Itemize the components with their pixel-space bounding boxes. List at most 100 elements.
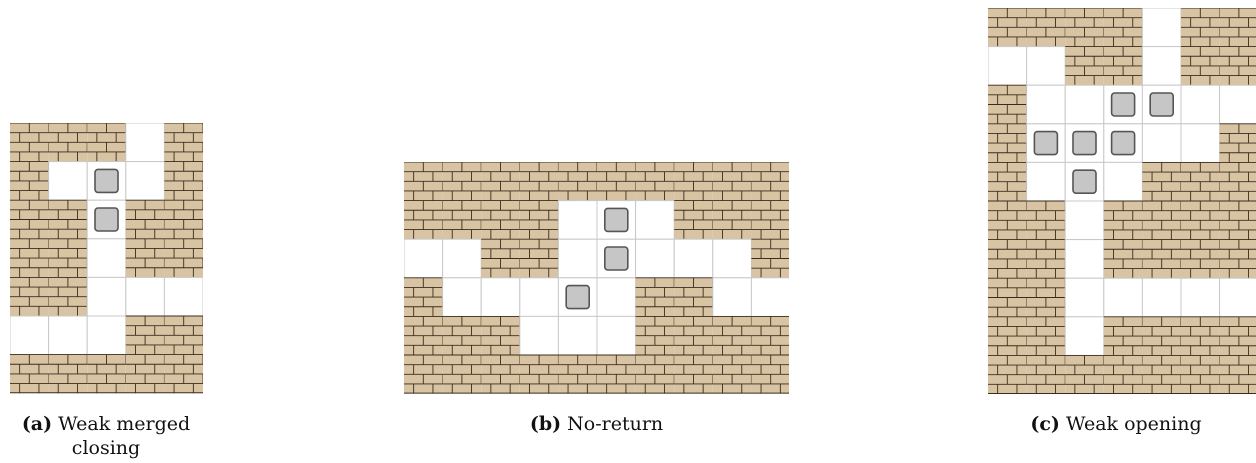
wall-tile (10, 277, 49, 316)
floor-tile (49, 162, 88, 201)
wall-tile (1027, 278, 1066, 317)
wall-tile (481, 355, 520, 394)
wall-tile (988, 8, 1027, 47)
floor-tile (87, 239, 126, 278)
floor-tile (87, 277, 126, 316)
box-tile (1112, 132, 1135, 155)
wall-tile (1220, 240, 1256, 279)
floor-tile (1027, 47, 1066, 86)
wall-tile (164, 355, 203, 394)
wall-tile (49, 355, 88, 394)
level-grid-a (10, 123, 203, 394)
floor-tile (558, 316, 597, 355)
wall-tile (126, 200, 165, 239)
floor-tile (87, 316, 126, 355)
wall-tile (87, 123, 126, 162)
box-tile (1073, 132, 1096, 155)
box-tile (1073, 170, 1096, 193)
wall-tile (481, 162, 520, 201)
floor-tile (520, 278, 559, 317)
floor-tile (1027, 162, 1066, 201)
wall-tile (49, 277, 88, 316)
wall-tile (1027, 355, 1066, 394)
wall-tile (49, 123, 88, 162)
floor-tile (1181, 278, 1220, 317)
floor-tile (1142, 278, 1181, 317)
floor-tile (636, 239, 675, 278)
floor-tile (1065, 317, 1104, 356)
floor-tile (10, 316, 49, 355)
sokoban-panel-weak-opening (988, 8, 1256, 394)
floor-tile (404, 239, 443, 278)
wall-tile (1181, 47, 1220, 86)
wall-tile (520, 162, 559, 201)
wall-tile (404, 201, 443, 240)
wall-tile (1142, 162, 1181, 201)
floor-tile (1065, 85, 1104, 124)
wall-tile (674, 278, 713, 317)
wall-tile (1220, 8, 1256, 47)
wall-tile (10, 355, 49, 394)
floor-tile (558, 239, 597, 278)
floor-tile (126, 277, 165, 316)
wall-tile (713, 316, 752, 355)
floor-tile (49, 316, 88, 355)
wall-tile (1104, 47, 1143, 86)
floor-tile (674, 239, 713, 278)
caption-a-label: (a) (22, 413, 52, 435)
wall-tile (481, 201, 520, 240)
wall-tile (481, 239, 520, 278)
wall-tile (126, 316, 165, 355)
wall-tile (558, 162, 597, 201)
floor-tile (988, 47, 1027, 86)
wall-tile (988, 355, 1027, 394)
floor-tile (1104, 162, 1143, 201)
floor-tile (1142, 8, 1181, 47)
floor-tile (1220, 278, 1256, 317)
wall-tile (164, 200, 203, 239)
wall-tile (636, 162, 675, 201)
wall-tile (164, 162, 203, 201)
wall-tile (1104, 240, 1143, 279)
wall-tile (443, 355, 482, 394)
floor-tile (1065, 240, 1104, 279)
wall-tile (10, 123, 49, 162)
wall-tile (164, 239, 203, 278)
caption-b-title: No-return (567, 413, 663, 435)
wall-tile (443, 201, 482, 240)
floor-tile (443, 239, 482, 278)
wall-tile (1142, 317, 1181, 356)
box-tile (1150, 93, 1173, 116)
floor-tile (1027, 85, 1066, 124)
wall-tile (1181, 8, 1220, 47)
wall-tile (404, 355, 443, 394)
wall-tile (10, 200, 49, 239)
wall-tile (404, 278, 443, 317)
wall-tile (10, 162, 49, 201)
wall-tile (1104, 201, 1143, 240)
wall-tile (1181, 317, 1220, 356)
wall-tile (87, 355, 126, 394)
wall-tile (1142, 201, 1181, 240)
wall-tile (713, 355, 752, 394)
wall-tile (1220, 124, 1256, 163)
wall-tile (674, 162, 713, 201)
wall-tile (1220, 355, 1256, 394)
box-tile (605, 247, 628, 270)
wall-tile (988, 201, 1027, 240)
wall-tile (520, 239, 559, 278)
wall-tile (10, 239, 49, 278)
floor-tile (1142, 47, 1181, 86)
level-grid-b (404, 162, 789, 394)
wall-tile (597, 162, 636, 201)
floor-tile (481, 278, 520, 317)
wall-tile (713, 201, 752, 240)
wall-tile (1181, 355, 1220, 394)
wall-tile (520, 201, 559, 240)
sokoban-panel-no-return (404, 162, 789, 394)
wall-tile (520, 355, 559, 394)
caption-b: (b) No-return (404, 412, 789, 436)
wall-tile (1220, 47, 1256, 86)
floor-tile (1065, 278, 1104, 317)
wall-tile (751, 239, 789, 278)
